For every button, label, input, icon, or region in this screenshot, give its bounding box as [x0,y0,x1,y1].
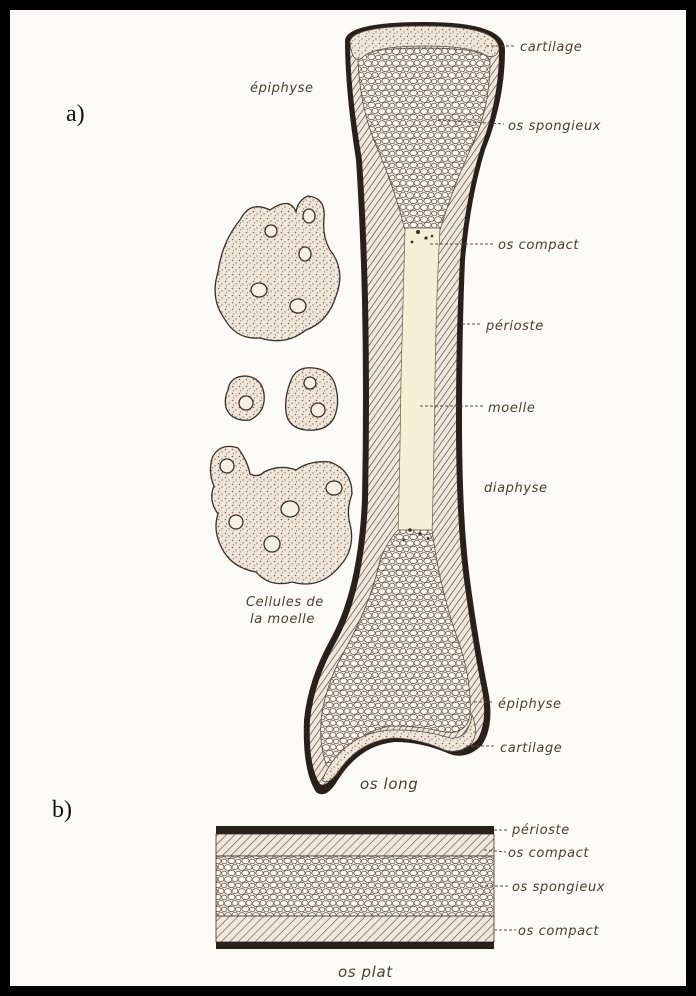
label-epiphyse-bottom: épiphyse [498,697,562,712]
spongy-layer [216,856,494,916]
periosteum-bottom [216,942,494,949]
marrow-cell-large-top [215,196,340,341]
flat-bone [216,826,494,949]
caption-cells-line2: la moelle [250,612,315,627]
periosteum-top [216,826,494,834]
caption-os-long: os long [360,775,418,793]
caption-os-plat: os plat [338,963,393,981]
label-os-compact: os compact [498,238,579,253]
compact-layer-bottom [216,916,494,942]
label-cartilage-bottom: cartilage [500,741,562,756]
label-cartilage-top: cartilage [520,40,582,55]
label-moelle: moelle [488,401,535,416]
label-perioste: périoste [485,319,544,334]
label-epiphyse-top: épiphyse [250,81,314,96]
panel-a-marker: a) [66,101,85,127]
compact-layer-top [216,834,494,856]
bone-diagram: a) b) épiphyse cartilage os spongieux os… [10,10,686,986]
label-diaphyse: diaphyse [484,481,548,496]
label-b-perioste: périoste [511,823,570,838]
caption-cells-line1: Cellules de [246,595,324,610]
panel-b-marker: b) [52,797,72,823]
label-b-os-spongieux: os spongieux [512,880,605,895]
label-b-os-compact-top: os compact [508,846,589,861]
label-b-os-compact-bottom: os compact [518,924,599,939]
label-os-spongieux: os spongieux [508,119,601,134]
marrow-cells [210,196,352,584]
